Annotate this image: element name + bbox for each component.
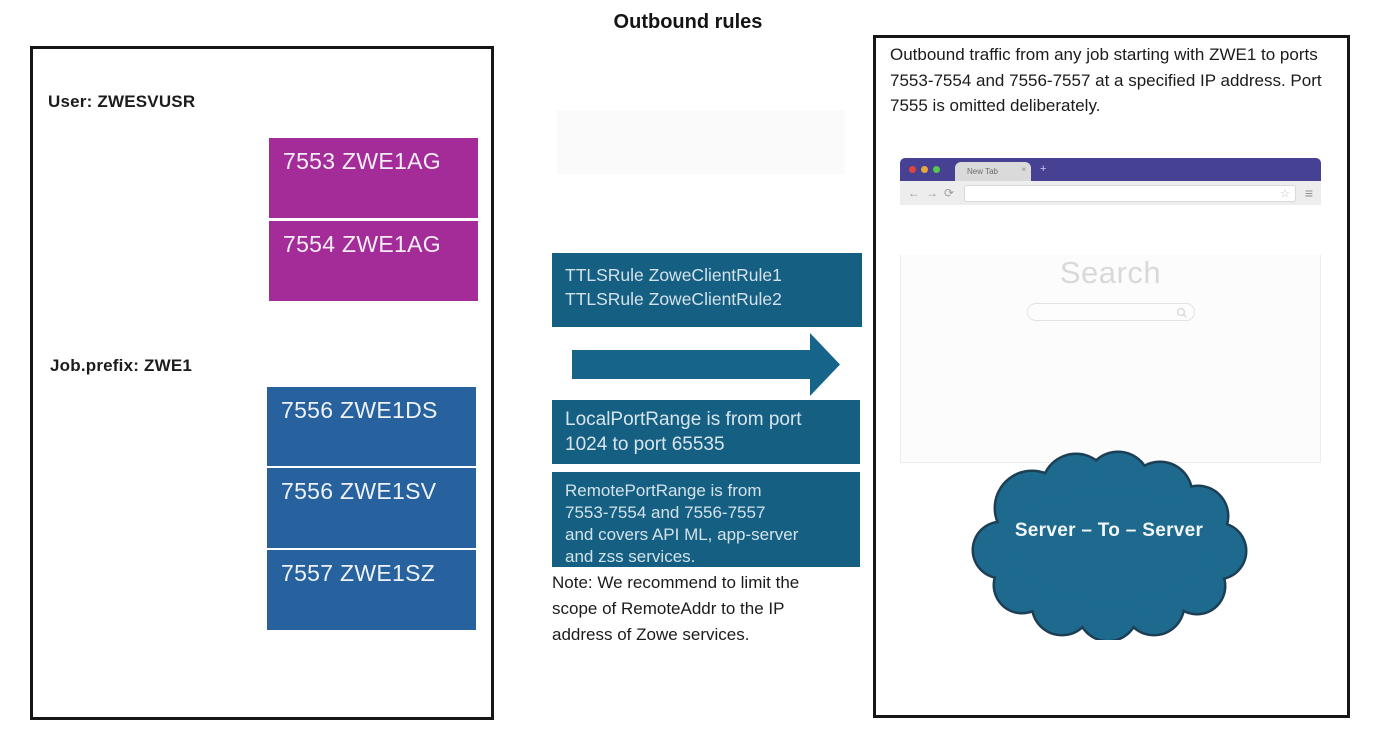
browser-toolbar: ← → ⟳ ☆ ≡ xyxy=(900,181,1321,205)
browser-mockup: New Tab × + ← → ⟳ ☆ ≡ Search xyxy=(900,158,1321,463)
note-line: address of Zowe services. xyxy=(552,625,750,644)
maximize-window-icon xyxy=(933,166,940,173)
forward-icon: → xyxy=(926,186,938,200)
page-title: Outbound rules xyxy=(613,11,763,33)
port-label: 7553 ZWE1AG xyxy=(283,148,441,174)
tab-close-icon: × xyxy=(1021,165,1026,174)
close-window-icon xyxy=(909,166,916,173)
window-controls xyxy=(909,166,940,173)
agent-port-box: 7553 ZWE1AG xyxy=(269,138,478,218)
new-tab-icon: + xyxy=(1040,163,1047,175)
search-heading: Search xyxy=(1059,255,1162,290)
job-port-box: 7556 ZWE1SV xyxy=(267,468,476,548)
ttls-rule-line: TTLSRule ZoweClientRule1 xyxy=(565,265,782,285)
outbound-traffic-description: Outbound traffic from any job starting w… xyxy=(890,45,1322,115)
bookmark-star-icon: ☆ xyxy=(1279,187,1290,200)
port-label: 7556 ZWE1SV xyxy=(281,478,437,504)
job-port-box: 7557 ZWE1SZ xyxy=(267,550,476,630)
empty-placeholder-box xyxy=(557,110,845,174)
remote-port-range-line: 7553-7554 and 7556-7557 xyxy=(565,503,766,522)
ttls-rule-line: TTLSRule ZoweClientRule2 xyxy=(565,289,782,309)
back-icon: ← xyxy=(908,186,920,200)
minimize-window-icon xyxy=(921,166,928,173)
remote-port-range-box: RemotePortRange is from 7553-7554 and 75… xyxy=(552,472,860,567)
browser-tab: New Tab × xyxy=(955,162,1031,181)
reload-icon: ⟳ xyxy=(944,186,955,200)
cloud-label: Server – To – Server xyxy=(1014,520,1204,541)
local-port-range-box: LocalPortRange is from port 1024 to port… xyxy=(552,400,860,464)
remote-port-range-line: and covers API ML, app-server xyxy=(565,525,799,544)
port-label: 7557 ZWE1SZ xyxy=(281,560,436,586)
agent-port-box: 7554 ZWE1AG xyxy=(269,221,478,301)
server-to-server-cloud xyxy=(971,450,1248,640)
browser-titlebar: New Tab × + xyxy=(900,158,1321,181)
port-label: 7556 ZWE1DS xyxy=(281,397,438,423)
job-port-box: 7556 ZWE1DS xyxy=(267,387,476,466)
recommendation-note: Note: We recommend to limit the scope of… xyxy=(552,570,867,648)
remote-port-range-line: and zss services. xyxy=(565,547,696,566)
menu-icon: ≡ xyxy=(1304,185,1313,201)
search-input xyxy=(1026,303,1195,321)
address-bar: ☆ xyxy=(964,184,1296,202)
ttls-rules-box: TTLSRule ZoweClientRule1 TTLSRule ZoweCl… xyxy=(552,253,862,327)
tab-label: New Tab xyxy=(967,167,998,176)
local-port-range-line: LocalPortRange is from port xyxy=(565,409,802,430)
right-arrow-icon xyxy=(572,333,840,396)
remote-port-range-line: RemotePortRange is from xyxy=(565,481,762,500)
note-line: scope of RemoteAddr to the IP xyxy=(552,599,785,618)
magnifier-icon xyxy=(1176,307,1187,318)
browser-content: Search xyxy=(900,255,1321,463)
local-port-range-line: 1024 to port 65535 xyxy=(565,434,725,455)
user-label: User: ZWESVUSR xyxy=(48,92,196,111)
port-label: 7554 ZWE1AG xyxy=(283,231,441,257)
note-line: Note: We recommend to limit the xyxy=(552,573,800,592)
job-prefix-label: Job.prefix: ZWE1 xyxy=(50,356,193,375)
